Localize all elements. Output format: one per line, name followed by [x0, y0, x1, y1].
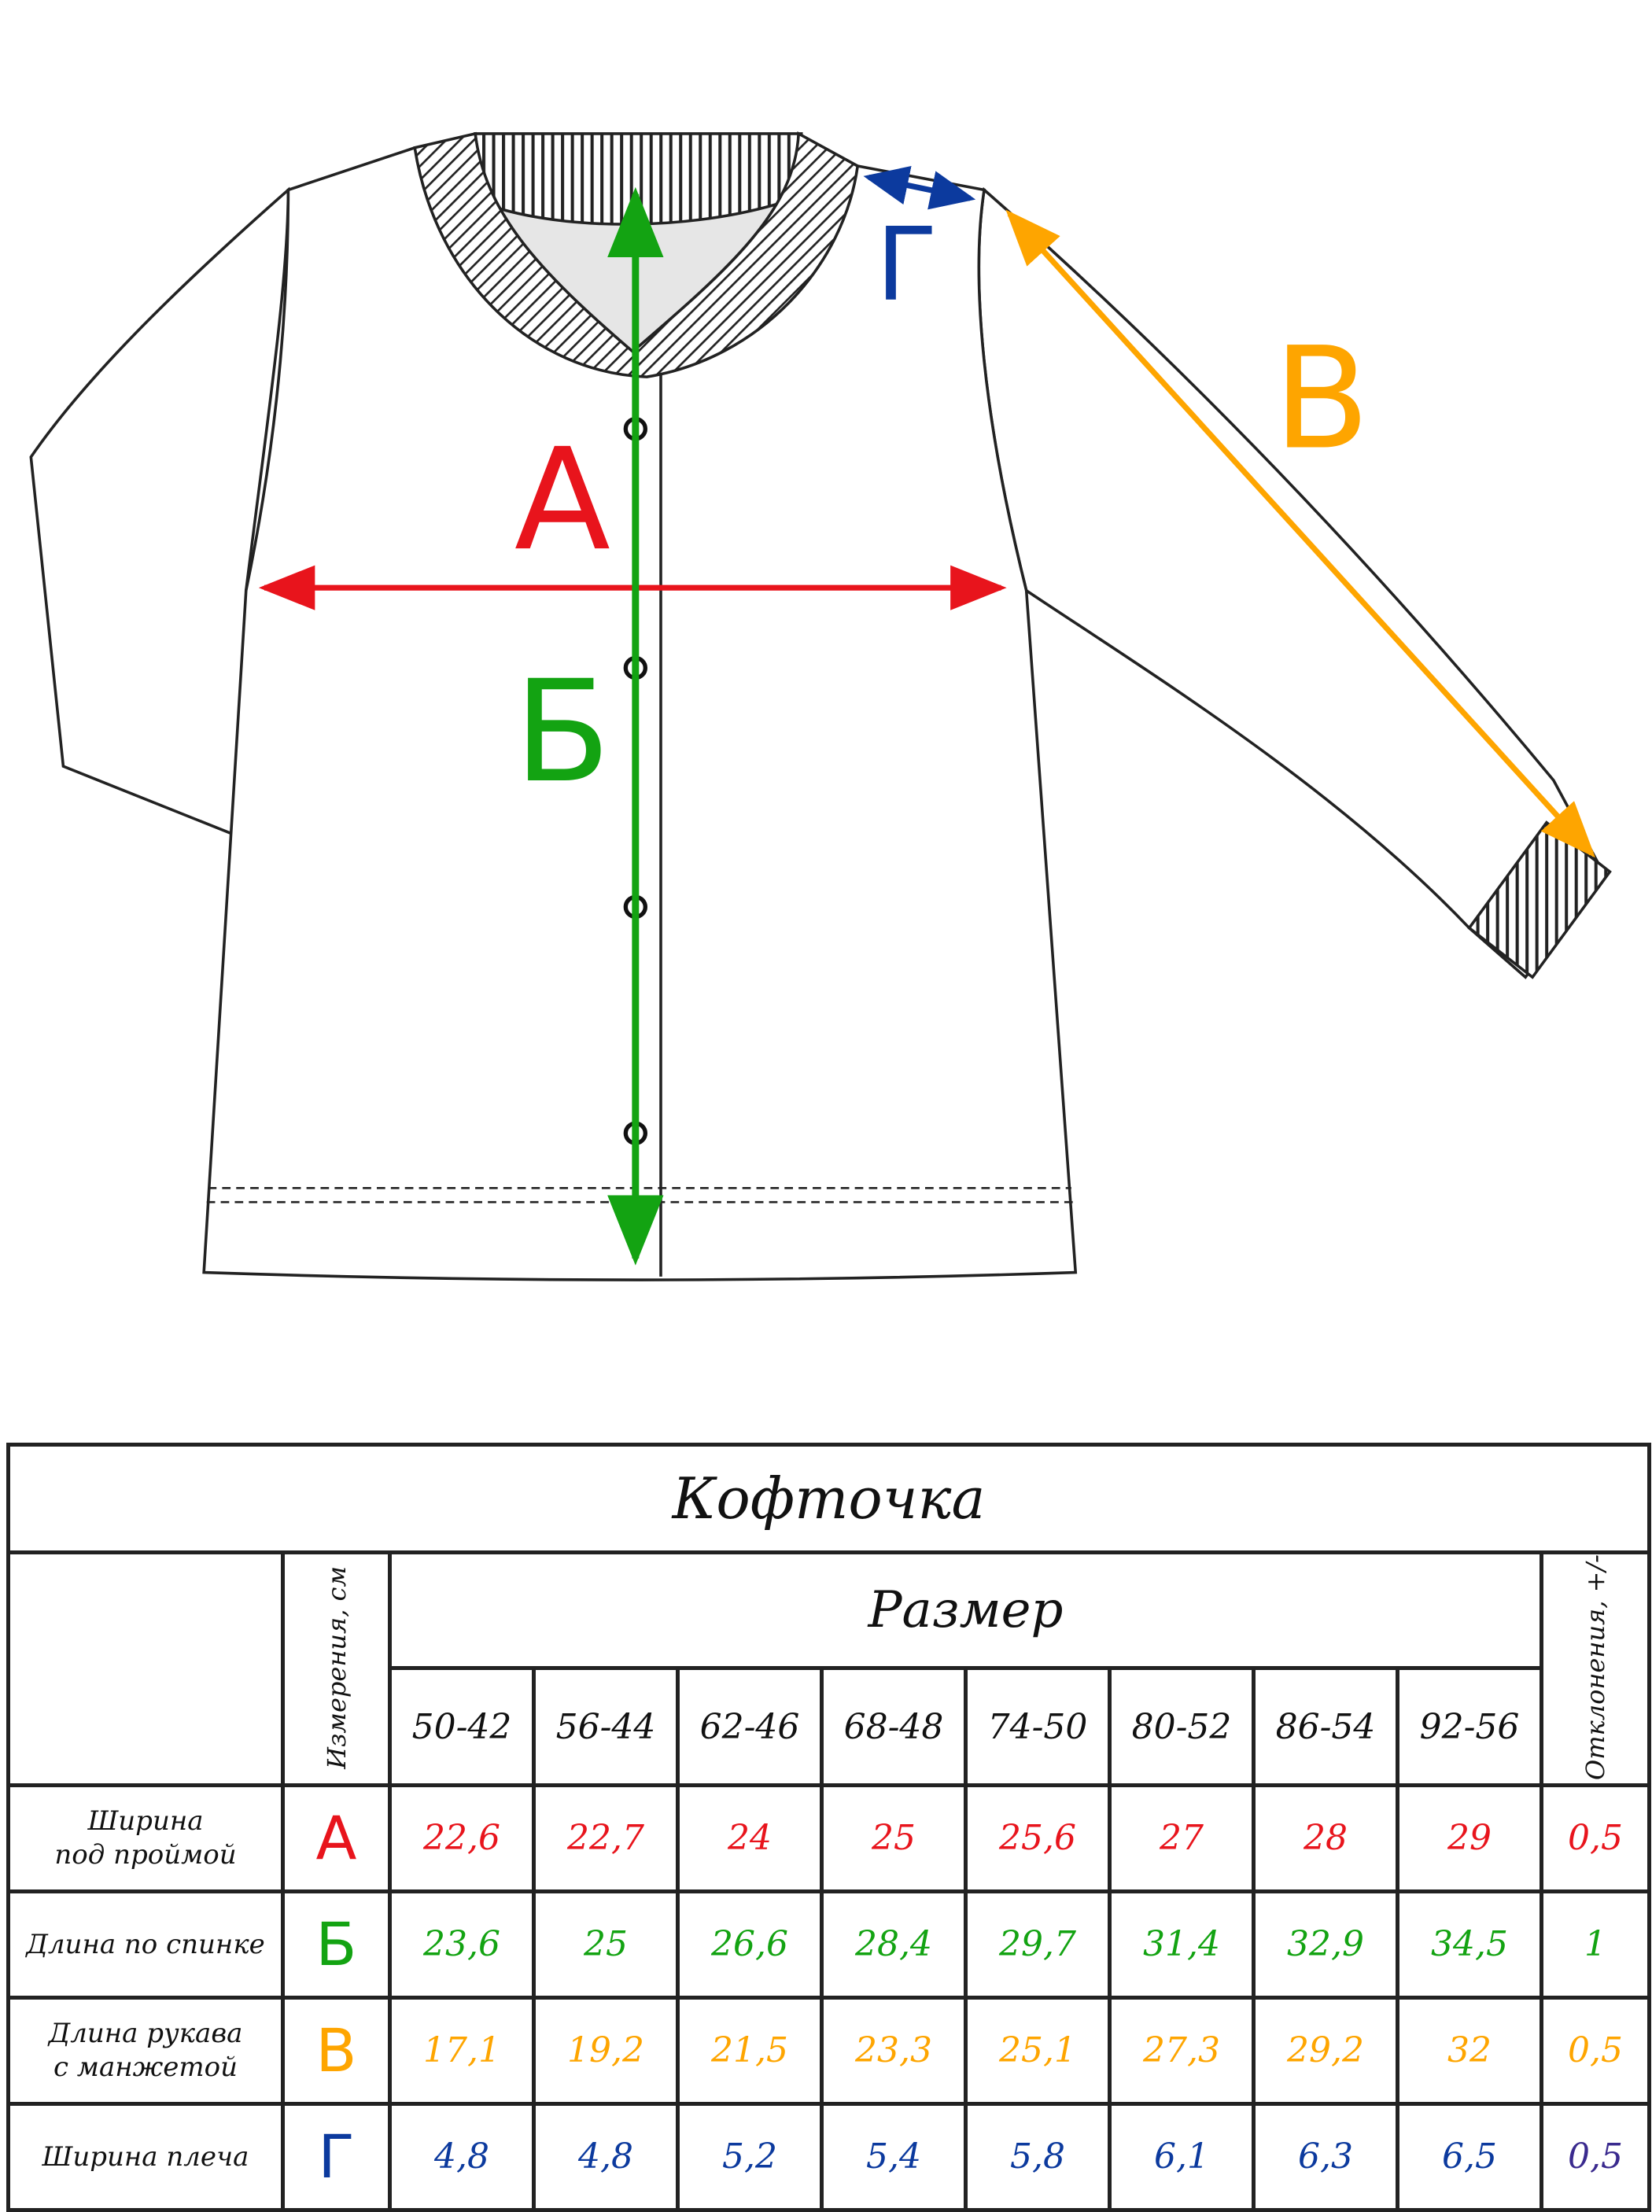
value-cell: 27 [1108, 1783, 1256, 1893]
value-cell: 24 [676, 1783, 824, 1893]
row-letter: А [281, 1783, 392, 1893]
row-letter: Б [281, 1889, 392, 2000]
value-cell: 23,3 [820, 1995, 968, 2106]
hem-stitching [206, 1186, 1073, 1204]
label-v: В [1274, 317, 1370, 481]
value-cell: 25,1 [964, 1995, 1112, 2106]
value-cell: 29,7 [964, 1889, 1112, 2000]
size-header: Размер [388, 1550, 1543, 1671]
value-cell: 28 [1252, 1783, 1399, 1893]
value-cell: 5,2 [676, 2101, 824, 2212]
measure-arrow-v [1005, 209, 1595, 858]
size-column-header: 62-46 [676, 1666, 824, 1787]
measure-header: Измерения, см [281, 1550, 392, 1787]
value-cell: 25 [532, 1889, 680, 2000]
row-label-line: Длина рукава [48, 2018, 243, 2050]
size-column-header: 56-44 [532, 1666, 680, 1787]
value-cell: 4,8 [532, 2101, 680, 2212]
size-column-header: 92-56 [1396, 1666, 1543, 1787]
value-cell: 22,6 [388, 1783, 536, 1893]
size-column-header: 80-52 [1108, 1666, 1256, 1787]
value-cell: 22,7 [532, 1783, 680, 1893]
row-letter: В [281, 1995, 392, 2106]
label-a: А [514, 418, 610, 582]
row-label-line: Ширина плеча [42, 2140, 249, 2173]
garment-diagram: А Б В Г [29, 131, 1612, 1281]
row-label-line: Ширина [87, 1805, 204, 1838]
size-column-header: 74-50 [964, 1666, 1112, 1787]
empty-header-cell [6, 1550, 285, 1787]
value-cell: 34,5 [1396, 1889, 1543, 2000]
deviation-cell: 0,5 [1539, 1995, 1652, 2106]
value-cell: 29 [1396, 1783, 1543, 1893]
value-cell: 25,6 [964, 1783, 1112, 1893]
value-cell: 32 [1396, 1995, 1543, 2106]
value-cell: 25 [820, 1783, 968, 1893]
label-g: Г [876, 207, 938, 324]
row-label: Длина по спинке [6, 1889, 285, 2000]
row-label-line: под проймой [54, 1838, 237, 1871]
value-cell: 19,2 [532, 1995, 680, 2106]
deviation-cell: 0,5 [1539, 2101, 1652, 2212]
size-column-header: 68-48 [820, 1666, 968, 1787]
deviation-header-text: Отклонения, +/- [1580, 1554, 1611, 1780]
size-table: Кофточка Измерения, см Размер Отклонения… [6, 1443, 1652, 2212]
row-label-line: Длина по спинке [26, 1928, 265, 1960]
value-cell: 32,9 [1252, 1889, 1399, 2000]
deviation-cell: 1 [1539, 1889, 1652, 2000]
measure-header-text: Измерения, см [321, 1565, 352, 1769]
value-cell: 6,1 [1108, 2101, 1256, 2212]
value-cell: 5,8 [964, 2101, 1112, 2212]
measure-arrow-g [863, 166, 976, 210]
value-cell: 29,2 [1252, 1995, 1399, 2106]
table-title: Кофточка [6, 1443, 1652, 1554]
deviation-header: Отклонения, +/- [1539, 1550, 1652, 1787]
value-cell: 27,3 [1108, 1995, 1256, 2106]
value-cell: 21,5 [676, 1995, 824, 2106]
value-cell: 5,4 [820, 2101, 968, 2212]
value-cell: 26,6 [676, 1889, 824, 2000]
value-cell: 31,4 [1108, 1889, 1256, 2000]
value-cell: 4,8 [388, 2101, 536, 2212]
collar-rib [413, 131, 860, 378]
value-cell: 28,4 [820, 1889, 968, 2000]
right-sleeve [977, 186, 1612, 979]
value-cell: 17,1 [388, 1995, 536, 2106]
row-label: Ширина плеча [6, 2101, 285, 2212]
size-column-header: 50-42 [388, 1666, 536, 1787]
row-letter: Г [281, 2101, 392, 2212]
row-label-line: с манжетой [53, 2051, 238, 2083]
value-cell: 23,6 [388, 1889, 536, 2000]
deviation-cell: 0,5 [1539, 1783, 1652, 1893]
value-cell: 6,3 [1252, 2101, 1399, 2212]
value-cell: 6,5 [1396, 2101, 1543, 2212]
size-column-header: 86-54 [1252, 1666, 1399, 1787]
label-b: Б [514, 651, 611, 814]
